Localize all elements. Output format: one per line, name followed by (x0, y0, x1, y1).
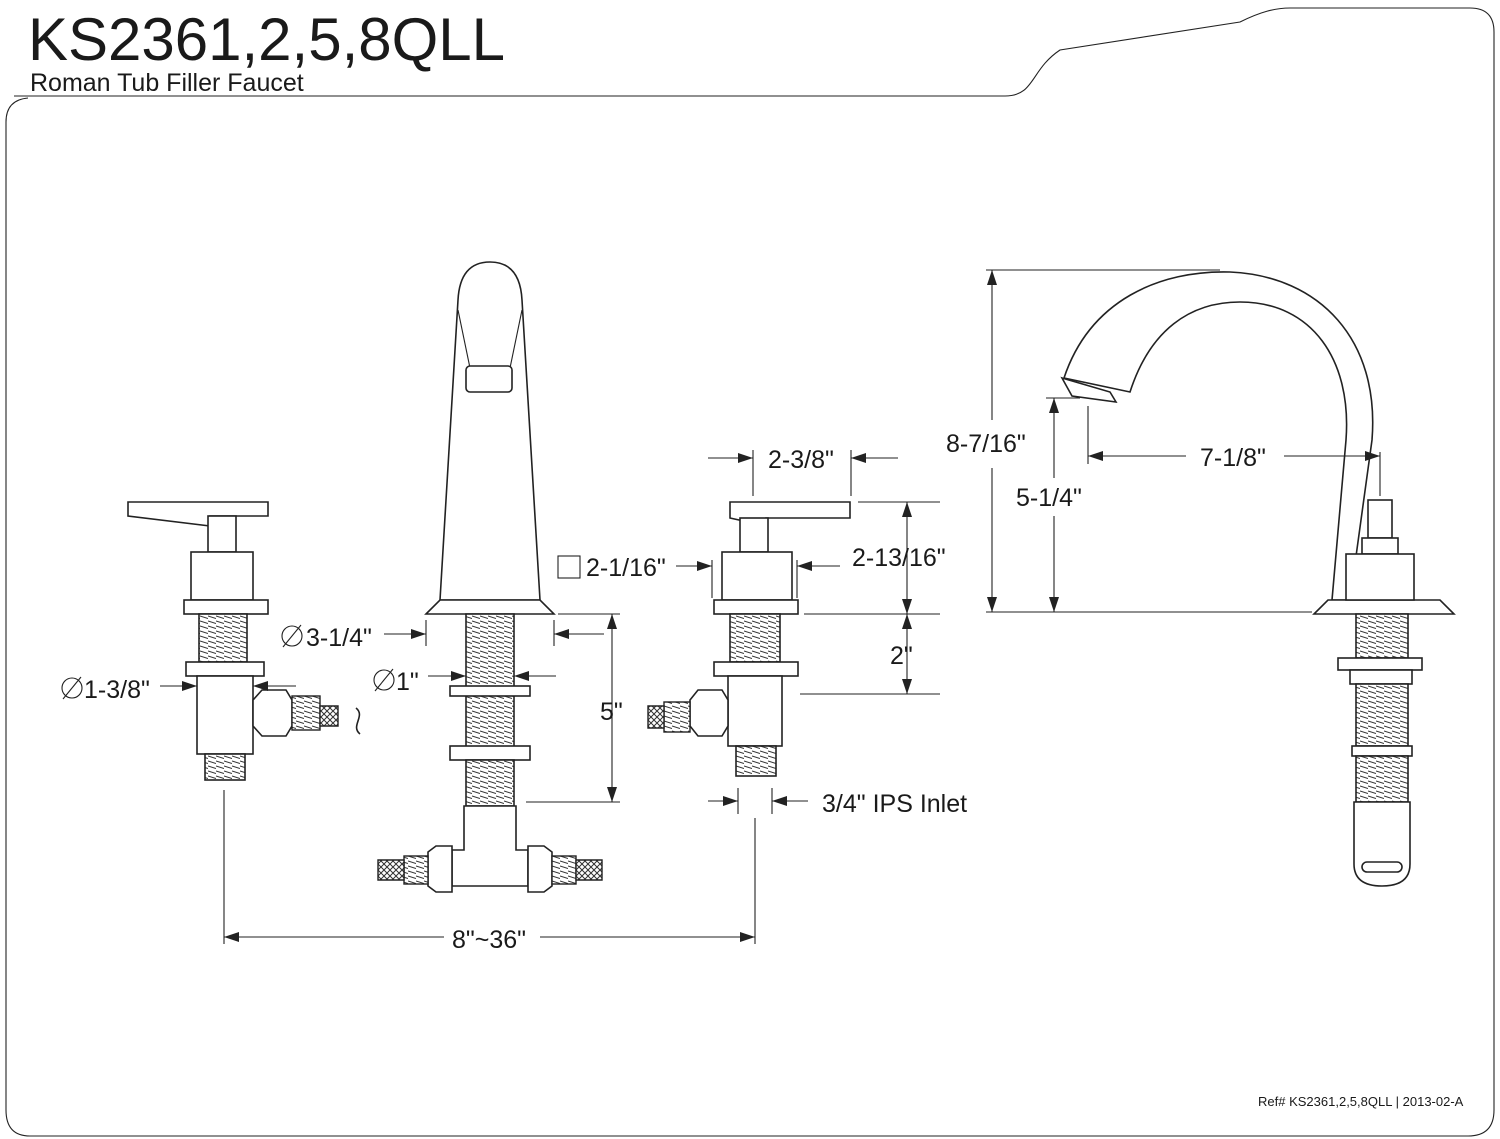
side-inlet-elbow (1353, 801, 1411, 887)
dim-spout-base-dia: 3-1/4" (306, 624, 372, 652)
spout-base-flange (424, 599, 556, 615)
dim-overall-height: 8-7/16" (946, 430, 1026, 458)
square-symbol (557, 555, 581, 579)
side-threaded-shank (1355, 613, 1409, 659)
sheet-frame (5, 7, 1495, 1137)
left-threaded-shank (198, 613, 248, 663)
dim-shank-length: 2" (890, 642, 913, 670)
dim-shank-dia: 1" (396, 668, 419, 696)
spout-side-view (1060, 271, 1456, 887)
left-inlet-thread (204, 753, 246, 781)
dim-handle-base-square: 2-1/16" (586, 554, 666, 582)
right-inlet-thread (735, 745, 777, 777)
dim-handle-width: 2-3/8" (768, 446, 834, 474)
dim-handle-height: 2-13/16" (852, 544, 946, 572)
right-handle-valve (647, 501, 851, 777)
spout-body (439, 261, 541, 601)
dim-spout-height: 5-1/4" (1016, 484, 1082, 512)
side-spout-arc (1062, 271, 1374, 601)
right-handle-body (721, 551, 793, 601)
left-handle-valve (127, 501, 361, 781)
dim-mount-depth: 5" (600, 698, 623, 726)
center-spout-front (377, 261, 603, 893)
spout-aerator (465, 365, 513, 393)
left-lever (127, 501, 269, 527)
dim-valve-dia: 1-3/8" (84, 676, 150, 704)
dimension-lines (61, 269, 1381, 944)
side-spout-tip (1060, 376, 1118, 404)
diameter-symbol-1-3-8 (61, 676, 83, 700)
spout-threaded-shank (465, 613, 515, 749)
model-title: KS2361,2,5,8QLL (28, 6, 505, 73)
side-diverter-cap (1367, 499, 1393, 539)
dim-spread: 8"~36" (452, 926, 526, 954)
side-housing (1345, 553, 1415, 601)
spout-supply-hose-right (575, 859, 603, 881)
side-base-flange (1312, 599, 1456, 615)
right-valve-body (727, 675, 783, 747)
left-handle-stem (207, 515, 237, 553)
diameter-symbol-3-1-4 (281, 624, 303, 648)
product-subtitle: Roman Tub Filler Faucet (30, 69, 304, 97)
left-valve-body (196, 675, 254, 755)
diameter-symbol-1 (373, 668, 395, 692)
left-handle-body (190, 551, 254, 601)
footer-reference: Ref# KS2361,2,5,8QLL | 2013-02-A (1258, 1094, 1464, 1109)
spout-tee (451, 805, 529, 887)
left-supply-hose (319, 705, 339, 727)
dim-spout-reach: 7-1/8" (1200, 444, 1266, 472)
right-supply-hose (647, 705, 665, 729)
dim-inlet: 3/4" IPS Inlet (822, 790, 967, 818)
spout-supply-hose-left (377, 859, 405, 881)
right-threaded-shank (729, 613, 781, 663)
